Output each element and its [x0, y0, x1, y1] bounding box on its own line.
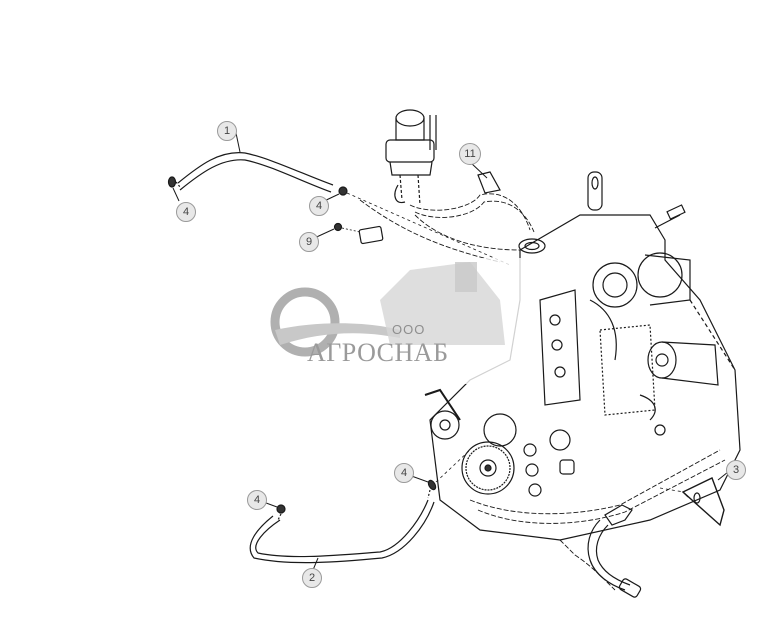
hose-clamp-4: [319, 186, 511, 266]
hose-part-1: [177, 132, 334, 193]
callout-2: 2: [302, 568, 322, 588]
hose-clamp-4: [257, 499, 286, 521]
callout-4: 4: [247, 490, 267, 510]
bracket-part-11: [469, 161, 501, 194]
callout-4: 4: [309, 196, 329, 216]
fitting-part-9: [309, 222, 384, 245]
callout-4: 4: [176, 202, 196, 222]
fuel-lines: [359, 193, 535, 263]
callout-1: 1: [217, 121, 237, 141]
watermark-name: АГРОСНАБ: [307, 338, 449, 367]
fuel-pump: [385, 109, 437, 206]
callout-9: 9: [299, 232, 319, 252]
hose-clamp-4: [167, 176, 181, 202]
lower-lines: [469, 449, 726, 591]
callout-3: 3: [726, 460, 746, 480]
callout-11: 11: [459, 143, 481, 165]
cover-part-3: [659, 471, 729, 527]
callout-4: 4: [394, 463, 414, 483]
watermark-prefix: ООО: [392, 322, 426, 337]
hose-clamp-4: [405, 449, 471, 499]
watermark-logo: [246, 258, 526, 384]
return-hose: [587, 504, 642, 598]
seal-ring: [518, 238, 546, 254]
timing-gear: [424, 388, 575, 497]
